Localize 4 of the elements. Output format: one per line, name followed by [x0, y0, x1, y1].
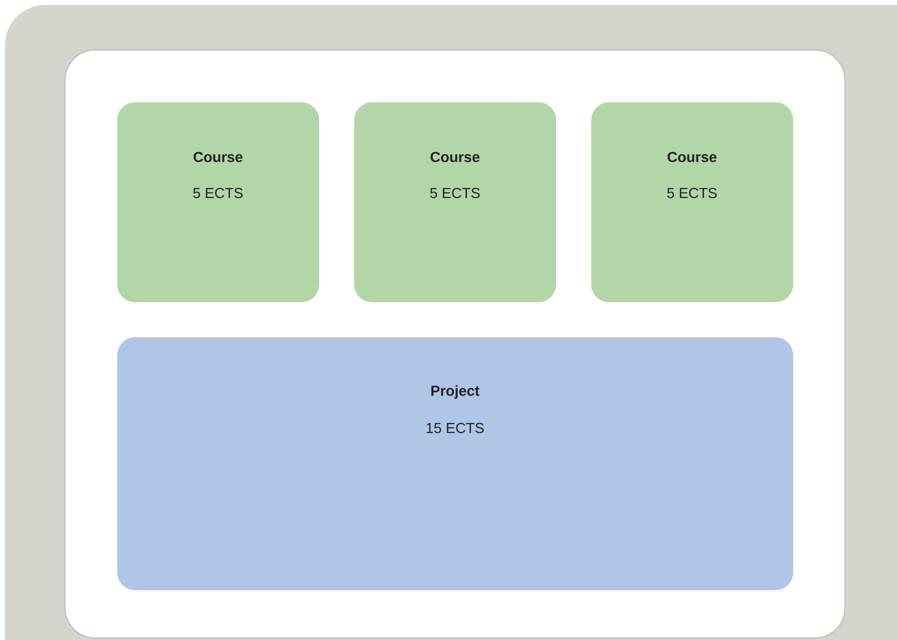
course-box: Course 5 ECTS [117, 102, 320, 302]
course-box: Course 5 ECTS [354, 102, 556, 302]
project-box: Project 15 ECTS [117, 337, 794, 590]
course-box: Course 5 ECTS [591, 102, 794, 302]
